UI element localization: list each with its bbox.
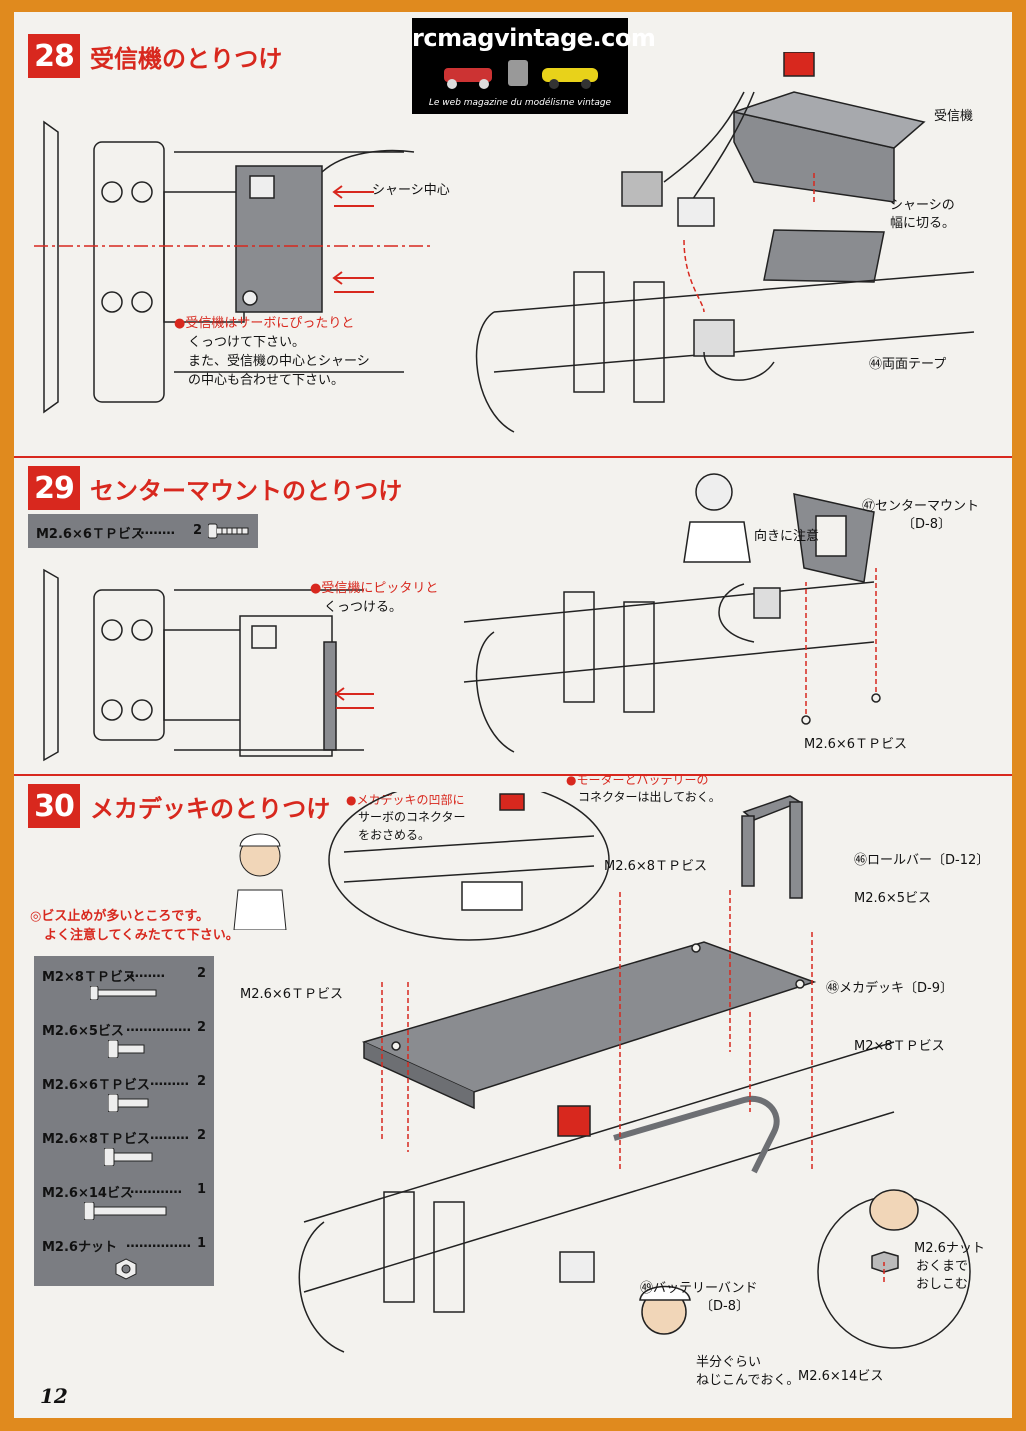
nut-icon: [115, 1258, 137, 1280]
section-29-note: ●受信機にピッタリと くっつける。: [310, 580, 438, 618]
part-name: M2.6×6ＴＰビス: [36, 527, 144, 542]
half-screw-label-2: ねじこんでおく。: [696, 1373, 800, 1388]
note-line: サーボのコネクター: [358, 810, 466, 825]
center-mount-top-view-illustration: [43, 568, 374, 762]
note-line: コネクターは出しておく。: [578, 790, 721, 805]
center-mount-code-label: 〔D-8〕: [902, 517, 951, 532]
receiver-label: 受信機: [934, 109, 974, 124]
section-29-header: 29 センターマウントのとりつけ: [28, 466, 402, 510]
section-title: センターマウントのとりつけ: [90, 476, 403, 505]
part-dots: ……………: [126, 1236, 191, 1251]
nut-label-1: M2.6ナット: [914, 1241, 985, 1256]
inset-note: ●メカデッキの凹部に サーボのコネクター をおさめる。: [346, 792, 466, 844]
note-line: ●受信機にピッタリと: [310, 581, 439, 596]
section-title: 受信機のとりつけ: [90, 44, 283, 73]
note-line: ●受信機はサーボにぴったりと: [174, 316, 355, 331]
screw-icon: [108, 1094, 149, 1112]
part-dots: ………: [150, 1074, 189, 1089]
tp-screw-icon: [208, 523, 249, 539]
cut-width-label-1: シャーシの: [890, 198, 955, 213]
part-name: M2.6×8ＴＰビス: [42, 1132, 150, 1147]
warning-line: よく注意してくみたてて下さい。: [44, 927, 239, 943]
part-name: M2.6ナット: [42, 1240, 117, 1255]
chassis-center-label: シャーシ中心: [372, 183, 450, 198]
tape-label: ㊹両面テープ: [869, 357, 947, 372]
logo-tagline: Le web magazine du modélisme vintage: [428, 98, 612, 108]
center-mount-install-illustration: [463, 473, 881, 753]
screw-6tp-label: M2.6×6ＴＰビス: [240, 987, 344, 1002]
note-line: くっつけて下さい。: [188, 334, 306, 350]
note-line: また、受信機の中心とシャーシ: [188, 353, 370, 369]
note-line: ●モーターとバッテリーの: [566, 773, 709, 787]
section-divider: [14, 774, 1012, 776]
manual-page: rcmagvintage.com Le web magazine du modé…: [14, 12, 1012, 1418]
part-qty: 2: [196, 1020, 206, 1035]
screw-icon: [90, 986, 157, 1000]
part-name: M2.6×5ビス: [42, 1024, 124, 1039]
connector-note: ●モーターとバッテリーの コネクターは出しておく。: [566, 772, 721, 807]
part-dots: ………: [136, 523, 175, 538]
part-qty: 2: [196, 966, 206, 981]
screw-8tp-label: M2.6×8ＴＰビス: [604, 859, 708, 874]
half-screw-label-1: 半分ぐらい: [696, 1355, 762, 1370]
section-number: 28: [28, 34, 80, 78]
receiver-install-illustration: [475, 52, 975, 433]
screw-icon: [104, 1148, 153, 1166]
section-30-header: 30 メカデッキのとりつけ: [28, 784, 330, 828]
part-name: M2.6×14ビス: [42, 1186, 133, 1201]
part-name: M2.6×6ＴＰビス: [42, 1078, 150, 1093]
part-qty: 1: [196, 1236, 206, 1251]
site-logo[interactable]: rcmagvintage.com Le web magazine du modé…: [412, 18, 656, 114]
part-qty: 2: [192, 523, 202, 538]
section-number: 29: [28, 466, 80, 510]
section-number: 30: [28, 784, 80, 828]
note-line: をおさめる。: [358, 827, 431, 842]
mascot-icon: [233, 833, 287, 930]
nut-label-3: おしこむ: [916, 1277, 969, 1292]
screw-14-label: M2.6×14ビス: [798, 1369, 884, 1384]
part-qty: 1: [196, 1182, 206, 1197]
screw-icon: [108, 1040, 145, 1058]
nut-label-2: おくまで: [916, 1259, 969, 1274]
screw-icon: [84, 1202, 167, 1220]
mechdeck-label: ㊽メカデッキ〔D-9〕: [826, 981, 953, 996]
battery-band-label-2: 〔D-8〕: [700, 1299, 749, 1314]
screw-6tp-label: M2.6×6ＴＰビス: [804, 737, 908, 752]
part-dots: ………: [150, 1128, 189, 1143]
section-28-header: 28 受信機のとりつけ: [28, 34, 282, 78]
section-30-parts-box: M2×8ＴＰビス ……… 2 M2.6×5ビス …………… 2 M2.6×6ＴＰ…: [34, 956, 214, 1286]
center-mount-label: ㊼センターマウント: [862, 499, 980, 514]
part-dots: ………: [126, 966, 165, 981]
logo-cars-icon: [444, 60, 598, 89]
part-name: M2×8ＴＰビス: [42, 970, 136, 985]
warning-line: ◎ビス止めが多いところです。: [30, 909, 210, 924]
cut-width-label-2: 幅に切る。: [890, 216, 956, 231]
section-28-note: ●受信機はサーボにぴったりと くっつけて下さい。 また、受信機の中心とシャーシ …: [174, 315, 370, 390]
note-line: の中心も合わせて下さい。: [188, 372, 345, 388]
logo-title: rcmagvintage.com: [412, 24, 656, 52]
note-line: ●メカデッキの凹部に: [346, 793, 465, 807]
assembly-warning: ◎ビス止めが多いところです。 よく注意してくみたてて下さい。: [30, 908, 239, 946]
part-dots: …………: [130, 1182, 182, 1197]
part-qty: 2: [196, 1074, 206, 1089]
section-divider: [14, 456, 1012, 458]
note-line: くっつける。: [324, 599, 403, 615]
receiver-top-view-illustration: [34, 120, 434, 414]
section-title: メカデッキのとりつけ: [90, 794, 331, 823]
screw-m2-label: M2×8ＴＰビス: [854, 1039, 945, 1054]
screw-5-label: M2.6×5ビス: [854, 891, 932, 906]
section-29-parts-box: M2.6×6ＴＰビス ……… 2: [28, 514, 258, 548]
page-number: 12: [40, 1384, 68, 1408]
orientation-label: 向きに注意: [754, 529, 820, 544]
battery-band-label-1: ㊾バッテリーバンド: [640, 1281, 758, 1296]
part-dots: ……………: [126, 1020, 191, 1035]
rollbar-label: ㊻ロールバー〔D-12〕: [854, 853, 990, 868]
part-qty: 2: [196, 1128, 206, 1143]
mechdeck-install-illustration: [298, 792, 971, 1353]
